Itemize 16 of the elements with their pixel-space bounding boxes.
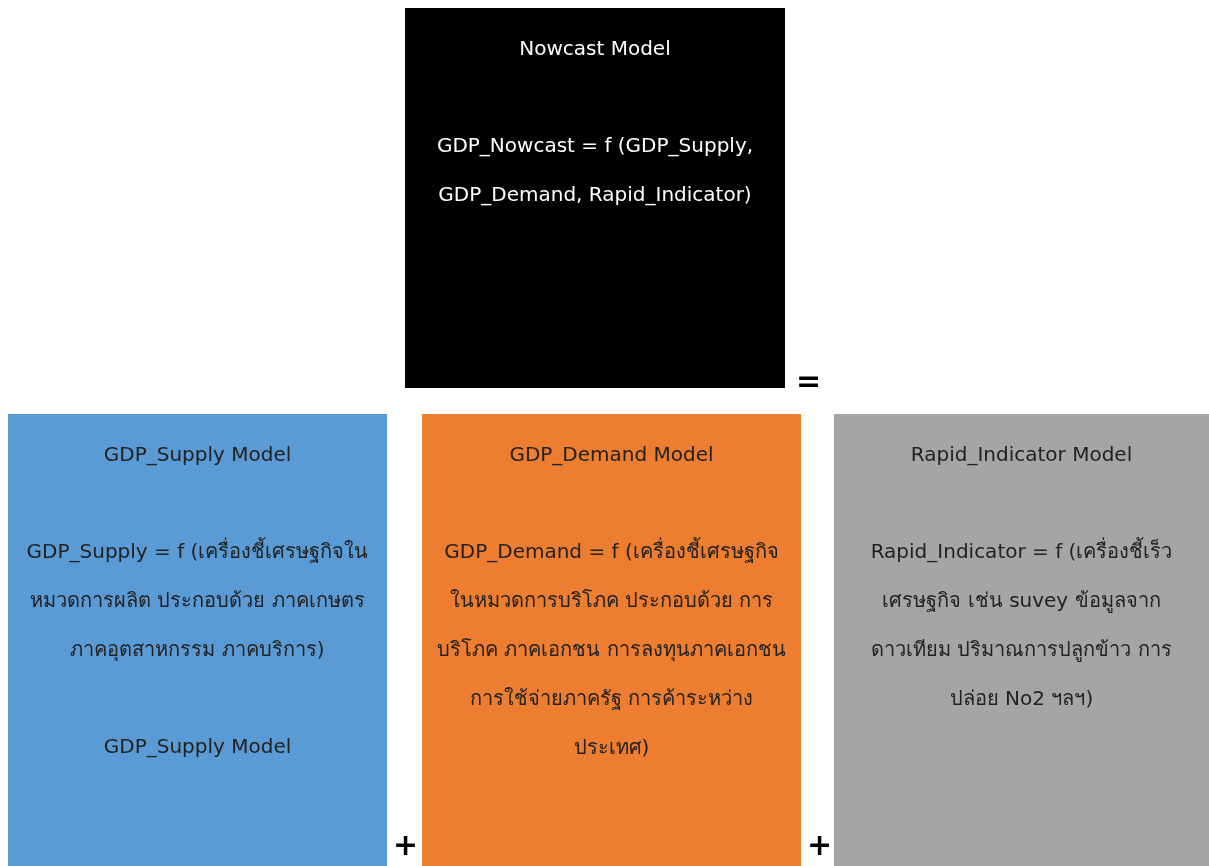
formula-text: GDP_Demand = f (เครื่องชี้เศรษฐกิจในหมวดการบริโภค ประกอบด้วย การบริโภค ภาคเอกชน การลงทุนภาคเอกชน การใช้จ่ายภาครัฐ การค้าระหว่างประเทศ) <box>436 536 787 761</box>
formula-text: Rapid_Indicator = f (เครื่องชี้เร็วเศรษฐกิจ เช่น suvey ข้อมูลจากดาวเทียม ปริมาณการปลูกข้าว การปล่อย No2 ฯลฯ) <box>869 536 1174 712</box>
model-box <box>834 414 1209 866</box>
operator-sign: = <box>796 366 822 396</box>
formula-text: GDP_Nowcast = f (GDP_Supply, GDP_Demand, Rapid_Indicator) <box>435 132 755 208</box>
block-footer: GDP_Supply Model <box>103 722 292 771</box>
block-title: Nowcast Model <box>519 35 671 62</box>
model-box <box>8 414 387 866</box>
operator-sign: + <box>393 830 419 860</box>
block-title: GDP_Demand Model <box>509 441 714 468</box>
formula-text: GDP_Supply = f (เครื่องชี้เศรษฐกิจในหมวดการผลิต ประกอบด้วย ภาคเกษตร ภาคอุตสาหกรรม ภาคบริการ) <box>25 536 370 664</box>
block-title: GDP_Supply Model <box>103 441 292 468</box>
block-title: Rapid_Indicator Model <box>910 441 1133 468</box>
model-box <box>405 8 785 388</box>
operator-sign: + <box>807 830 833 860</box>
model-box <box>422 414 801 866</box>
